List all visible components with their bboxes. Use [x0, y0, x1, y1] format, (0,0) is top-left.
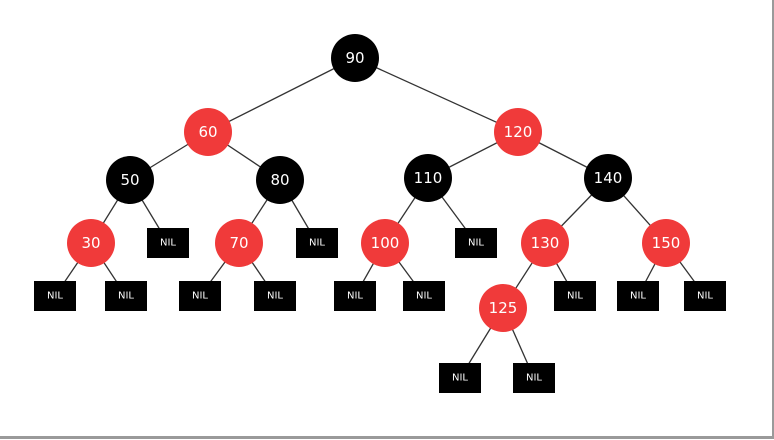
red-node-circle [215, 219, 263, 267]
node-label: 50 [120, 171, 139, 189]
nil-leaf: NIL [554, 281, 596, 311]
node-120: 120 [494, 108, 542, 156]
nil-leaf: NIL [513, 363, 555, 393]
node-label: 110 [414, 169, 443, 187]
nil-box [455, 228, 497, 258]
nil-box [617, 281, 659, 311]
black-node-circle [106, 156, 154, 204]
node-label: 90 [345, 49, 364, 67]
node-label: 80 [270, 171, 289, 189]
node-150: 150 [642, 219, 690, 267]
nil-label: NIL [118, 291, 134, 302]
node-80: 80 [256, 156, 304, 204]
nil-leaf: NIL [455, 228, 497, 258]
nil-label: NIL [468, 238, 484, 249]
node-30: 30 [67, 219, 115, 267]
nil-label: NIL [347, 291, 363, 302]
nil-box [513, 363, 555, 393]
node-60: 60 [184, 108, 232, 156]
nil-label: NIL [416, 291, 432, 302]
node-90: 90 [331, 34, 379, 82]
nil-leaf: NIL [34, 281, 76, 311]
nil-label: NIL [267, 291, 283, 302]
nil-label: NIL [160, 238, 176, 249]
node-label: 125 [489, 299, 518, 317]
nil-label: NIL [567, 291, 583, 302]
nil-label: NIL [192, 291, 208, 302]
nil-label: NIL [526, 373, 542, 384]
nil-leaf: NIL [403, 281, 445, 311]
node-70: 70 [215, 219, 263, 267]
red-node-circle [361, 219, 409, 267]
black-node-circle [584, 154, 632, 202]
edge-90-to-60 [207, 57, 356, 133]
nil-box [105, 281, 147, 311]
nil-box [554, 281, 596, 311]
node-label: 100 [371, 234, 400, 252]
nil-leaf: NIL [105, 281, 147, 311]
nil-leaf: NIL [684, 281, 726, 311]
nil-box [684, 281, 726, 311]
red-node-circle [521, 219, 569, 267]
nil-leaf: NIL [617, 281, 659, 311]
nil-leaf: NIL [147, 228, 189, 258]
node-50: 50 [106, 156, 154, 204]
node-label: 30 [81, 234, 100, 252]
nil-leaf: NIL [179, 281, 221, 311]
edge-90-to-120 [354, 57, 519, 133]
red-node-circle [642, 219, 690, 267]
red-node-circle [494, 108, 542, 156]
nil-box [147, 228, 189, 258]
node-125: 125 [479, 284, 527, 332]
nil-label: NIL [452, 373, 468, 384]
nil-box [403, 281, 445, 311]
nil-box [334, 281, 376, 311]
nil-box [439, 363, 481, 393]
red-node-circle [184, 108, 232, 156]
tree-edges [54, 57, 706, 379]
nil-box [179, 281, 221, 311]
black-node-circle [331, 34, 379, 82]
nil-box [254, 281, 296, 311]
nil-leaf: NIL [296, 228, 338, 258]
node-label: 140 [594, 169, 623, 187]
red-node-circle [479, 284, 527, 332]
node-label: 120 [504, 123, 533, 141]
node-130: 130 [521, 219, 569, 267]
nil-label: NIL [47, 291, 63, 302]
node-label: 130 [531, 234, 560, 252]
red-node-circle [67, 219, 115, 267]
nil-leaf: NIL [439, 363, 481, 393]
black-node-circle [256, 156, 304, 204]
nil-label: NIL [309, 238, 325, 249]
black-node-circle [404, 154, 452, 202]
node-110: 110 [404, 154, 452, 202]
nil-leaf: NIL [254, 281, 296, 311]
node-140: 140 [584, 154, 632, 202]
node-label: 70 [229, 234, 248, 252]
nil-label: NIL [630, 291, 646, 302]
nil-box [296, 228, 338, 258]
nil-label: NIL [697, 291, 713, 302]
nil-box [34, 281, 76, 311]
node-label: 60 [198, 123, 217, 141]
node-label: 150 [652, 234, 681, 252]
node-100: 100 [361, 219, 409, 267]
nil-leaf: NIL [334, 281, 376, 311]
